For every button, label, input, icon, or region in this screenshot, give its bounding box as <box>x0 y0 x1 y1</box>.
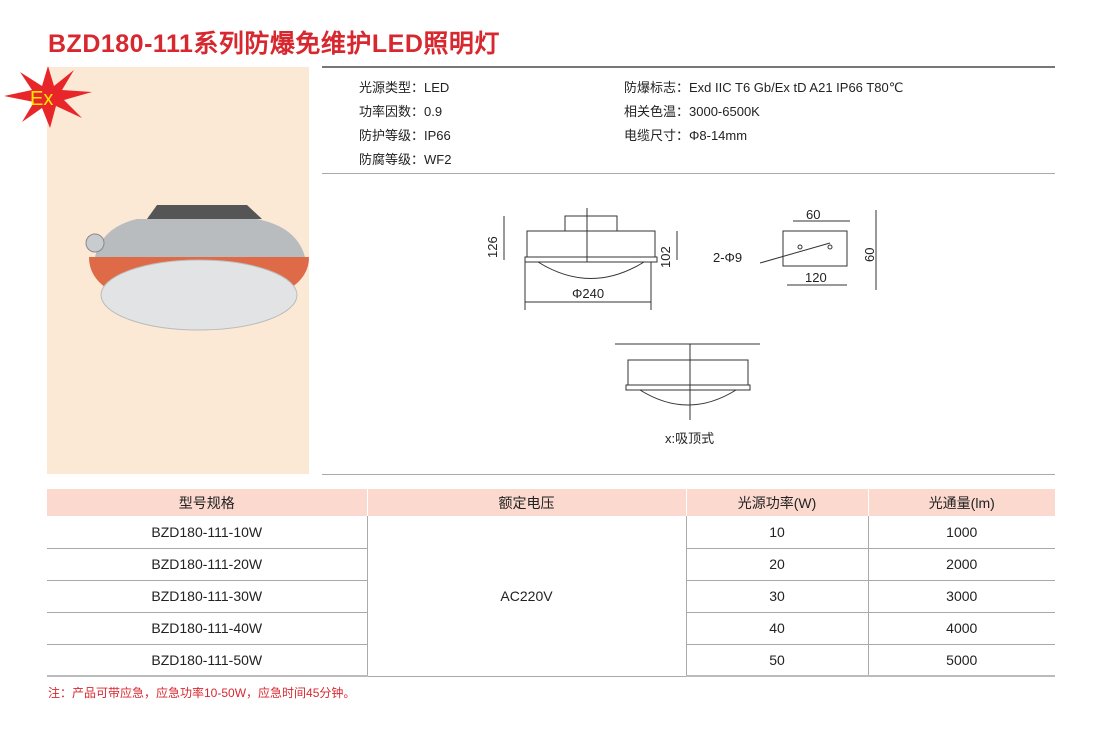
spec-table: 型号规格 额定电压 光源功率(W) 光通量(lm) BZD180-111-10W… <box>47 489 1055 677</box>
cell-power: 40 <box>686 612 869 645</box>
header-power: 光源功率(W) <box>685 489 868 516</box>
ex-label: Ex <box>30 88 53 110</box>
header-model: 型号规格 <box>47 489 367 516</box>
mount-plate-view <box>759 210 877 290</box>
cell-power: 10 <box>686 516 869 549</box>
divider <box>322 66 1055 68</box>
cell-flux: 3000 <box>868 580 1055 613</box>
divider <box>322 173 1055 174</box>
dim-plate-height: 60 <box>862 248 877 262</box>
lamp-image <box>85 205 309 331</box>
spec-light-source: 光源类型：LED <box>359 80 450 95</box>
cell-model: BZD180-111-40W <box>47 612 367 645</box>
spec-cable: 电缆尺寸：Φ8-14mm <box>624 128 748 143</box>
ceiling-mount-view <box>615 343 760 420</box>
cell-model: BZD180-111-20W <box>47 548 367 581</box>
cell-model: BZD180-111-50W <box>47 644 367 677</box>
header-voltage: 额定电压 <box>366 489 686 516</box>
header-flux: 光通量(lm) <box>867 489 1055 516</box>
cell-power: 20 <box>686 548 869 581</box>
cell-flux: 4000 <box>868 612 1055 645</box>
dim-plate-width: 120 <box>805 270 827 285</box>
spec-protection: 防护等级：IP66 <box>359 128 451 143</box>
dim-height-body: 102 <box>658 246 673 268</box>
dim-hole-spacing: 60 <box>806 207 820 222</box>
cell-flux: 1000 <box>868 516 1055 549</box>
cell-power: 30 <box>686 580 869 613</box>
product-photo <box>47 67 309 474</box>
footnote: 注：产品可带应急，应急功率10-50W，应急时间45分钟。 <box>48 686 356 700</box>
divider <box>322 474 1055 475</box>
dimension-drawings: 126 102 Φ240 60 2-Φ9 120 60 x:吸顶式 <box>485 207 877 446</box>
cell-model: BZD180-111-30W <box>47 580 367 613</box>
mount-caption: x:吸顶式 <box>665 431 714 446</box>
table-header: 型号规格 额定电压 光源功率(W) 光通量(lm) <box>47 489 1055 516</box>
cell-model: BZD180-111-10W <box>47 516 367 549</box>
dim-diameter: Φ240 <box>572 286 604 301</box>
cell-power: 50 <box>686 644 869 677</box>
cell-flux: 2000 <box>868 548 1055 581</box>
spec-ex-mark: 防爆标志：Exd IIC T6 Gb/Ex tD A21 IP66 T80℃ <box>624 80 904 95</box>
dim-height-total: 126 <box>485 236 500 258</box>
cell-flux: 5000 <box>868 644 1055 677</box>
spec-color-temp: 相关色温：3000-6500K <box>624 104 760 119</box>
page-title: BZD180-111系列防爆免维护LED照明灯 <box>48 30 500 58</box>
spec-anticorrosion: 防腐等级：WF2 <box>359 152 452 167</box>
cell-voltage: AC220V <box>366 516 687 677</box>
spec-power-factor: 功率因数：0.9 <box>359 104 443 119</box>
ex-star-badge: Ex <box>4 66 92 128</box>
front-view <box>503 208 678 310</box>
dim-hole-label: 2-Φ9 <box>713 250 742 265</box>
